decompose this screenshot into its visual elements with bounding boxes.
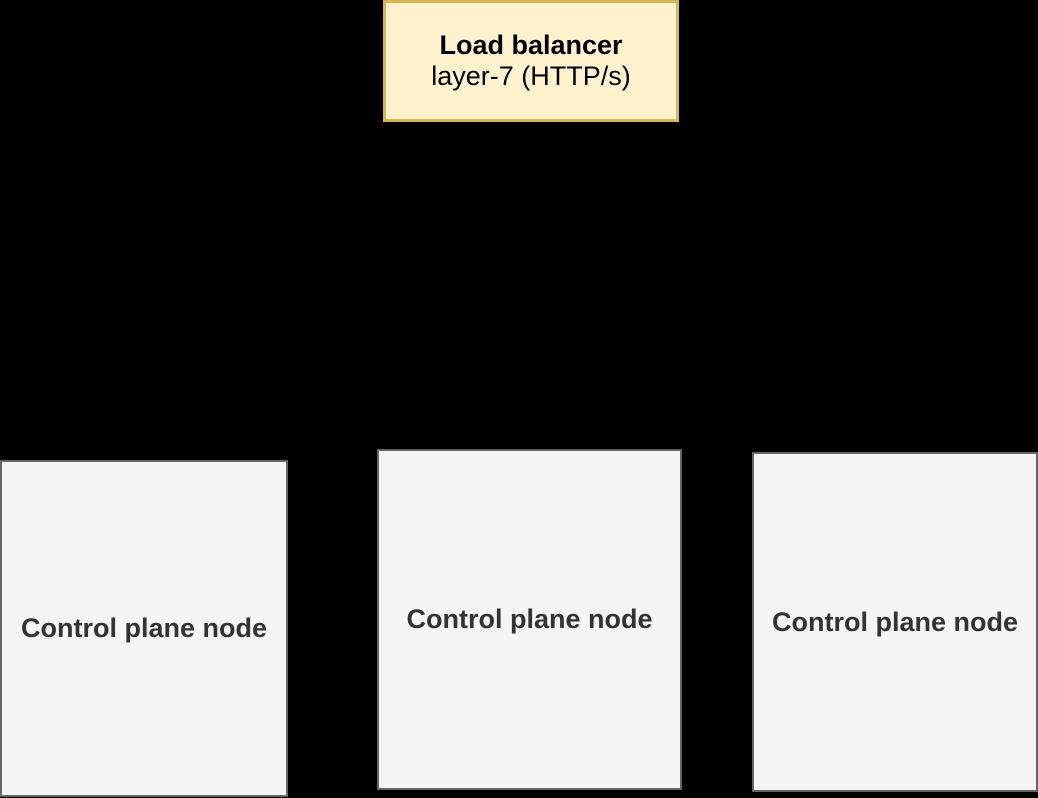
control-plane-node-1-box: Control plane node bbox=[0, 460, 288, 797]
control-plane-node-3-box: Control plane node bbox=[752, 452, 1038, 792]
load-balancer-title: Load balancer bbox=[439, 29, 623, 60]
control-plane-node-1-label: Control plane node bbox=[21, 613, 267, 643]
load-balancer-box: Load balancer layer-7 (HTTP/s) bbox=[383, 0, 679, 122]
control-plane-node-3-label: Control plane node bbox=[772, 606, 1018, 637]
control-plane-node-2-label: Control plane node bbox=[406, 604, 653, 634]
control-plane-node-2-box: Control plane node bbox=[377, 449, 682, 790]
load-balancer-subtitle: layer-7 (HTTP/s) bbox=[431, 61, 631, 91]
